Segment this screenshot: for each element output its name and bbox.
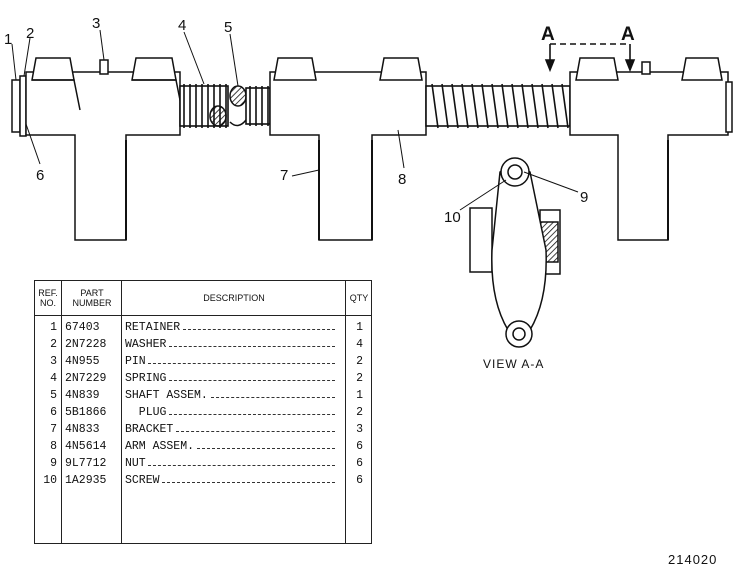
header-part-number: PART NUMBER — [72, 288, 112, 308]
dot-leader — [169, 414, 335, 415]
retainer-left — [11, 75, 27, 137]
table-row: 1 67403 RETAINER 1 — [35, 321, 371, 338]
header-qty: QTY — [349, 293, 369, 303]
bracket-left — [25, 71, 181, 241]
spring-mid — [245, 86, 271, 126]
table-row: 3 4N955 PIN 2 — [35, 355, 371, 372]
callout-8: 8 — [398, 171, 406, 188]
part-number-cell: 1A2935 — [65, 474, 107, 487]
qty-cell: 2 — [356, 372, 363, 385]
leader-lines — [11, 29, 579, 211]
qty-cell: 4 — [356, 338, 363, 351]
description-cell: PLUG — [125, 406, 167, 419]
callout-6: 6 — [36, 167, 44, 184]
column-divider — [345, 281, 346, 543]
table-row: 8 4N5614 ARM ASSEM. 6 — [35, 440, 371, 457]
spring-right — [425, 83, 571, 129]
part-number-cell: 5B1866 — [65, 406, 107, 419]
dot-leader — [197, 448, 335, 449]
callout-1: 1 — [4, 31, 12, 48]
dot-leader — [169, 346, 335, 347]
ref-no-cell: 2 — [50, 338, 57, 351]
column-divider — [121, 281, 122, 543]
callout-10: 10 — [444, 209, 461, 226]
header-description: DESCRIPTION — [203, 293, 265, 303]
column-divider — [61, 281, 62, 543]
qty-cell: 1 — [356, 321, 363, 334]
ref-no-cell: 6 — [50, 406, 57, 419]
ref-no-cell: 9 — [50, 457, 57, 470]
qty-cell: 6 — [356, 440, 363, 453]
section-marker-right: A — [621, 24, 635, 45]
part-number-cell: 4N839 — [65, 389, 100, 402]
qty-cell: 2 — [356, 406, 363, 419]
table-row: 6 5B1866 PLUG 2 — [35, 406, 371, 423]
section-marker-left: A — [541, 24, 555, 45]
table-row: 5 4N839 SHAFT ASSEM. 1 — [35, 389, 371, 406]
callout-3: 3 — [92, 15, 100, 32]
part-number-cell: 4N5614 — [65, 440, 107, 453]
callout-7: 7 — [280, 167, 288, 184]
ref-no-cell: 10 — [43, 474, 57, 487]
part-number-cell: 2N7229 — [65, 372, 107, 385]
callout-2: 2 — [26, 25, 34, 42]
dot-leader — [148, 363, 335, 364]
dot-leader — [176, 431, 335, 432]
ref-no-cell: 7 — [50, 423, 57, 436]
table-row: 7 4N833 BRACKET 3 — [35, 423, 371, 440]
qty-cell: 3 — [356, 423, 363, 436]
description-cell: SCREW — [125, 474, 160, 487]
dot-leader — [211, 397, 335, 398]
part-number-cell: 2N7228 — [65, 338, 107, 351]
part-number-cell: 9L7712 — [65, 457, 107, 470]
ref-no-cell: 8 — [50, 440, 57, 453]
dot-leader — [183, 329, 335, 330]
qty-cell: 1 — [356, 389, 363, 402]
bracket-right — [569, 57, 733, 241]
qty-cell: 6 — [356, 474, 363, 487]
callout-5: 5 — [224, 19, 232, 36]
table-row: 9 9L7712 NUT 6 — [35, 457, 371, 474]
view-a-a-detail — [469, 157, 561, 348]
description-cell: RETAINER — [125, 321, 181, 334]
part-number-cell: 67403 — [65, 321, 100, 334]
ref-no-cell: 5 — [50, 389, 57, 402]
ref-no-cell: 3 — [50, 355, 57, 368]
table-row: 2 2N7228 WASHER 4 — [35, 338, 371, 355]
description-cell: SPRING — [125, 372, 167, 385]
table-row: 4 2N7229 SPRING 2 — [35, 372, 371, 389]
ref-no-cell: 1 — [50, 321, 57, 334]
qty-cell: 2 — [356, 355, 363, 368]
view-label: VIEW A-A — [483, 357, 545, 371]
dot-leader — [148, 465, 335, 466]
dot-leader — [169, 380, 335, 381]
table-row: 10 1A2935 SCREW 6 — [35, 474, 371, 491]
description-cell: WASHER — [125, 338, 167, 351]
ref-no-cell: 4 — [50, 372, 57, 385]
callout-4: 4 — [178, 17, 186, 34]
description-cell: ARM ASSEM. — [125, 440, 195, 453]
description-cell: SHAFT ASSEM. — [125, 389, 208, 402]
parts-table-header: REF. NO. PART NUMBER DESCRIPTION QTY — [35, 281, 371, 316]
description-cell: NUT — [125, 457, 146, 470]
description-cell: BRACKET — [125, 423, 174, 436]
bracket-middle — [269, 57, 427, 241]
description-cell: PIN — [125, 355, 146, 368]
part-number-cell: 4N955 — [65, 355, 100, 368]
dot-leader — [162, 482, 335, 483]
header-ref-no: REF. NO. — [38, 288, 58, 308]
callout-9: 9 — [580, 189, 588, 206]
drawing-number: 214020 — [668, 552, 718, 567]
qty-cell: 6 — [356, 457, 363, 470]
part-number-cell: 4N833 — [65, 423, 100, 436]
section-marker-line — [544, 43, 636, 73]
pin — [99, 59, 109, 75]
